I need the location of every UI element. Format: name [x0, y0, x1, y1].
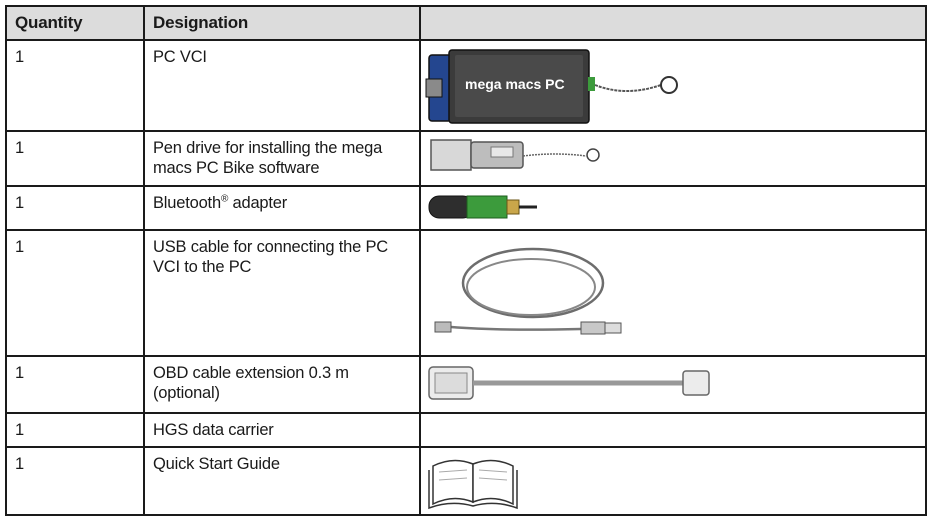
image-cell	[419, 185, 927, 231]
image-cell	[419, 412, 927, 448]
bluetooth-adapter-icon	[428, 195, 537, 219]
designation-text: Bluetooth	[153, 194, 221, 212]
usb-cable-icon	[434, 247, 622, 335]
quantity-cell: 1	[5, 446, 145, 516]
book-icon	[428, 459, 518, 510]
designation-cell: Quick Start Guide	[143, 446, 421, 516]
quantity-cell: 1	[5, 39, 145, 132]
table-row: 1 Pen drive for installing the mega macs…	[5, 130, 927, 187]
header-row: Quantity Designation	[5, 5, 927, 41]
quantity-cell: 1	[5, 229, 145, 357]
designation-cell: Pen drive for installing the mega macs P…	[143, 130, 421, 187]
registered-mark: ®	[220, 193, 229, 205]
image-cell	[419, 229, 927, 357]
designation-cell: Bluetooth® adapter	[143, 185, 421, 231]
quantity-cell: 1	[5, 185, 145, 231]
quantity-cell: 1	[5, 412, 145, 448]
designation-text: adapter	[228, 194, 288, 212]
quantity-cell: 1	[5, 355, 145, 414]
image-cell	[419, 355, 927, 414]
header-designation: Designation	[143, 5, 421, 41]
pen-drive-icon	[430, 139, 600, 171]
table-row: 1 Quick Start Guide	[5, 446, 927, 516]
header-quantity: Quantity	[5, 5, 145, 41]
quantity-cell: 1	[5, 130, 145, 187]
designation-cell: USB cable for connecting the PC VCI to t…	[143, 229, 421, 357]
device-label: mega macs PC	[465, 76, 565, 92]
table-row: 1 OBD cable extension 0.3 m (optional)	[5, 355, 927, 414]
designation-cell: HGS data carrier	[143, 412, 421, 448]
table-row: 1 HGS data carrier	[5, 412, 927, 448]
table-row: 1 Bluetooth® adapter	[5, 185, 927, 231]
table-row: 1 PC VCI mega macs PC	[5, 39, 927, 132]
obd-cable-icon	[428, 366, 710, 400]
image-cell	[419, 130, 927, 187]
table-row: 1 USB cable for connecting the PC VCI to…	[5, 229, 927, 357]
header-image	[419, 5, 927, 41]
scope-of-delivery-table: Quantity Designation 1 PC VCI mega macs …	[5, 5, 927, 516]
pc-vci-device-icon: mega macs PC	[425, 49, 678, 124]
image-cell: mega macs PC	[419, 39, 927, 132]
designation-cell: PC VCI	[143, 39, 421, 132]
image-cell	[419, 446, 927, 516]
designation-cell: OBD cable extension 0.3 m (optional)	[143, 355, 421, 414]
